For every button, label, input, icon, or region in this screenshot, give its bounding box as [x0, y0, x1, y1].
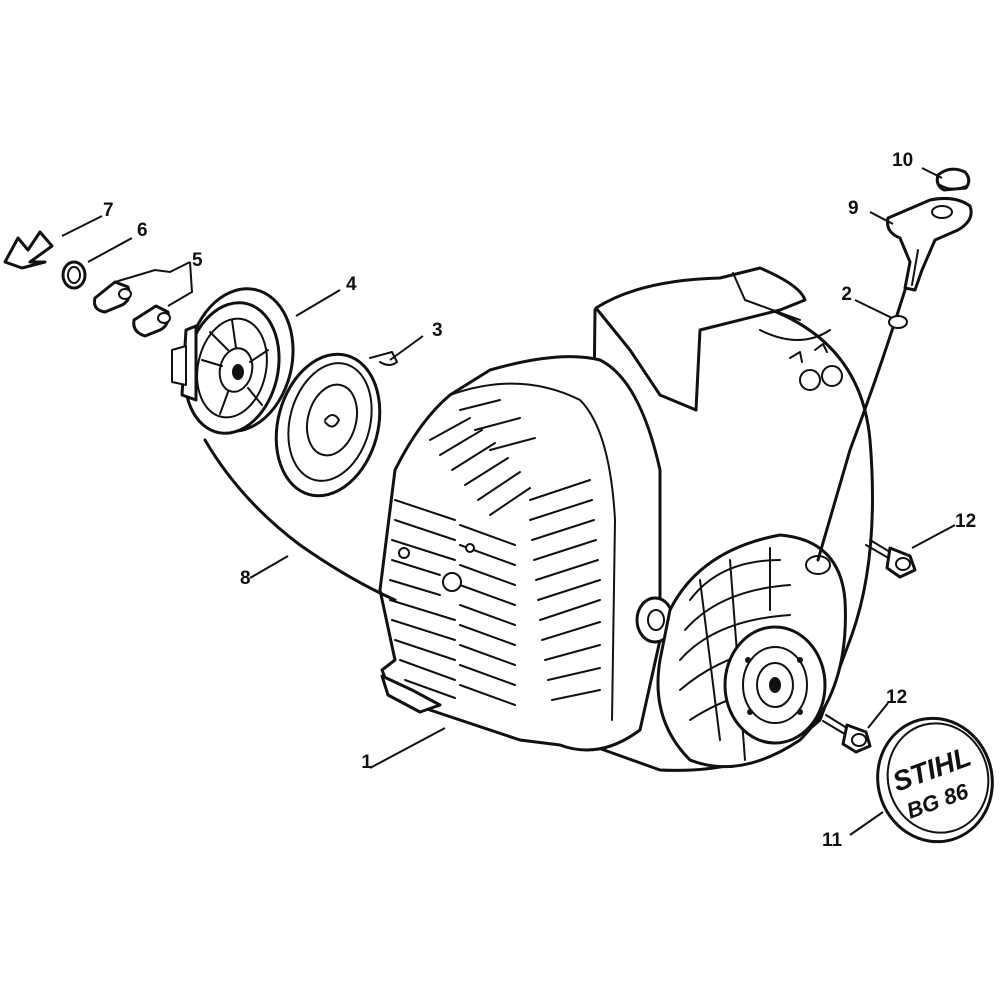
callout-5: 5	[192, 250, 203, 271]
callout-11: 11	[822, 830, 843, 851]
callout-12-lower: 12	[886, 687, 907, 708]
pawls	[93, 280, 171, 338]
callout-9: 9	[848, 198, 859, 219]
starter-grip	[886, 197, 973, 292]
rope-8	[203, 438, 397, 602]
grip-cap	[935, 167, 971, 192]
rewind-spring	[274, 351, 398, 498]
callout-10: 10	[892, 150, 913, 171]
starter-cover	[656, 533, 847, 769]
starter-rope	[816, 233, 927, 562]
washer	[61, 260, 87, 290]
callout-8: 8	[240, 568, 251, 589]
callout-labels: 1 2 3 4 5 6 7 8 9 10 11 12 12	[103, 150, 976, 851]
callout-7: 7	[103, 200, 114, 221]
callout-1: 1	[361, 752, 372, 773]
rope-rotor	[171, 287, 295, 435]
callout-3: 3	[432, 320, 443, 341]
leader-lines	[61, 167, 956, 836]
screw-lower	[822, 714, 872, 754]
screw-upper	[865, 539, 917, 579]
callout-12-upper: 12	[955, 511, 976, 532]
callout-6: 6	[137, 220, 148, 241]
callout-2: 2	[841, 284, 852, 305]
spring-clip	[3, 230, 54, 270]
stihl-badge: STIHL BG 86	[876, 716, 994, 844]
callout-4: 4	[346, 274, 357, 295]
